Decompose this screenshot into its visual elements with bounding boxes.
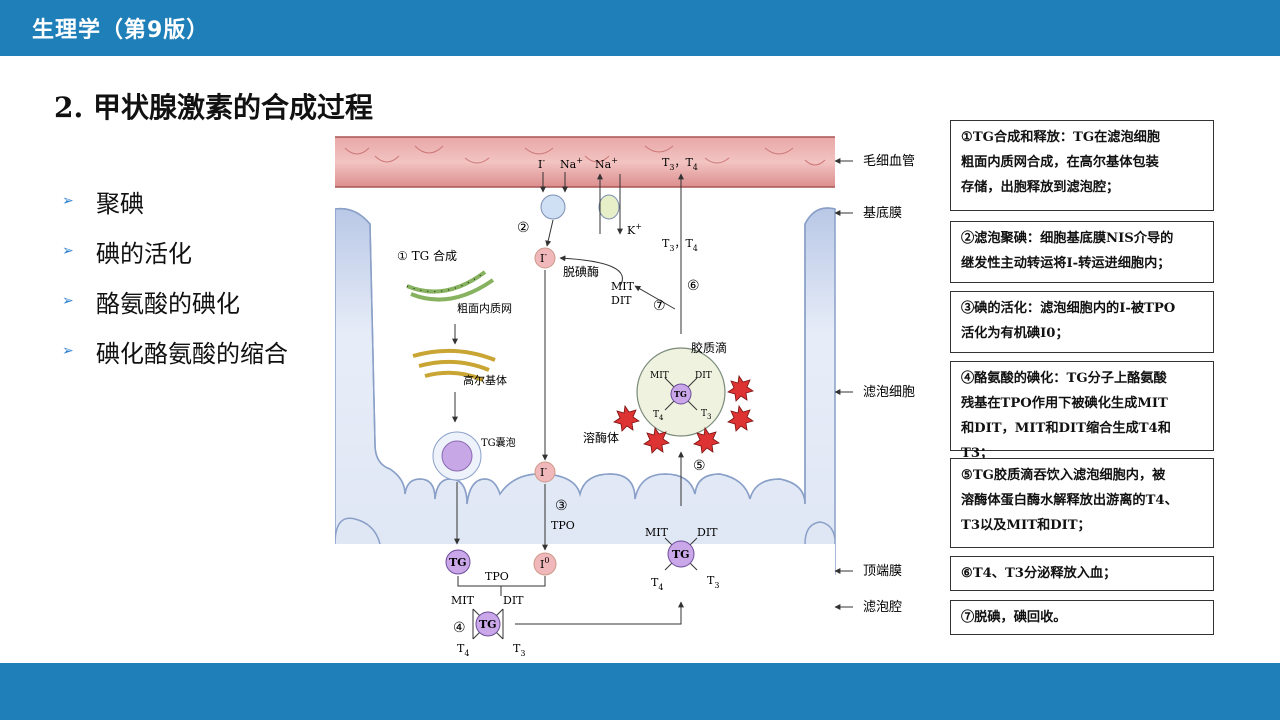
thyroid-follicle-diagram: I- Na+ Na+ T3，T4 K+ T3，T4 ② I- 脱碘酶 MIT D… [335,136,915,659]
note-box-2: ②滤泡聚碘：细胞基底膜NIS介导的继发性主动转运将I-转运进细胞内； [950,221,1214,283]
svg-text:T3，T4: T3，T4 [662,156,698,172]
bullet-item: ➢ 碘化酪氨酸的缩合 [62,326,288,376]
svg-text:TG: TG [479,618,497,631]
svg-text:T4: T4 [457,642,469,658]
top-header-bar: 生理学（第9版） [0,0,1280,56]
svg-text:TG: TG [672,548,690,561]
arrow-bullet-icon: ➢ [62,193,74,209]
nis-transporter [540,194,566,220]
arrow-bullet-icon: ➢ [62,293,74,309]
step-5-marker: ⑤ [693,458,706,474]
bullet-item: ➢ 酪氨酸的碘化 [62,276,288,326]
svg-text:I-: I- [538,156,545,171]
svg-text:MIT: MIT [650,371,669,381]
svg-text:T3: T3 [707,574,719,590]
note-box-6: ⑥T4、T3分泌释放入血； [950,556,1214,591]
svg-text:滤泡腔: 滤泡腔 [863,600,902,615]
step-4-marker: ④ [453,620,466,636]
bullet-text: 碘的活化 [96,239,192,268]
bullet-text: 聚碘 [96,189,144,218]
svg-text:T3，T4: T3，T4 [662,237,698,253]
svg-text:基底膜: 基底膜 [863,205,902,221]
svg-text:I0: I0 [540,556,549,571]
bottom-footer-bar [0,663,1280,720]
svg-text:T3: T3 [701,409,711,421]
note-box-7: ⑦脱碘，碘回收。 [950,600,1214,635]
svg-text:MIT: MIT [645,526,669,539]
step-7-marker: ⑦ [653,298,666,314]
side-labels: 毛细血管 基底膜 滤泡细胞 顶端膜 滤泡腔 [834,154,915,615]
slide-title: 2. 甲状腺激素的合成过程 [54,91,373,124]
svg-text:Na+: Na+ [560,156,583,171]
svg-text:TG: TG [449,556,467,569]
svg-text:MIT: MIT [611,280,635,293]
bullet-list: ➢ 聚碘 ➢ 碘的活化 ➢ 酪氨酸的碘化 ➢ 碘化酪氨酸的缩合 [62,176,288,376]
svg-text:胶质滴: 胶质滴 [691,340,727,355]
svg-text:K+: K+ [627,222,642,237]
svg-text:MIT: MIT [451,594,475,607]
na-k-pump [598,194,620,220]
step-6-marker: ⑥ [687,278,700,294]
svg-text:DIT: DIT [695,371,712,381]
note-box-5: ⑤TG胶质滴吞饮入滤泡细胞内，被溶酶体蛋白酶水解释放出游离的T4、T3以及MIT… [950,458,1214,548]
svg-text:DIT: DIT [611,294,632,307]
step-2-marker: ② [517,220,530,236]
bullet-text: 酪氨酸的碘化 [96,289,240,318]
course-title: 生理学（第9版） [32,18,210,43]
svg-text:TPO: TPO [485,570,509,583]
bullet-item: ➢ 聚碘 [62,176,288,226]
step-3-marker: ③ [555,498,568,514]
svg-text:T4: T4 [651,576,663,592]
svg-text:顶端膜: 顶端膜 [863,564,902,579]
svg-text:TG囊泡: TG囊泡 [481,436,516,449]
arrow-bullet-icon: ➢ [62,343,74,359]
bullet-item: ➢ 碘的活化 [62,226,288,276]
bullet-text: 碘化酪氨酸的缩合 [96,339,288,368]
svg-text:T3: T3 [513,642,525,658]
lysosome-icons [613,374,754,454]
arrow-bullet-icon: ➢ [62,243,74,259]
svg-text:① TG 合成: ① TG 合成 [397,248,457,263]
capillary [335,136,835,188]
svg-text:溶酶体: 溶酶体 [583,430,619,445]
note-box-1: ①TG合成和释放：TG在滤泡细胞粗面内质网合成，在高尔基体包装存储，出胞释放到滤… [950,120,1214,211]
svg-text:DIT: DIT [503,594,524,607]
svg-text:Na+: Na+ [595,156,618,171]
svg-text:脱碘酶: 脱碘酶 [563,264,599,279]
svg-text:TG: TG [674,389,687,399]
svg-text:高尔基体: 高尔基体 [463,373,507,387]
svg-text:毛细血管: 毛细血管 [863,154,915,169]
svg-text:滤泡细胞: 滤泡细胞 [863,385,915,400]
svg-text:T4: T4 [653,410,664,422]
svg-text:DIT: DIT [697,526,718,539]
svg-text:TPO: TPO [551,519,575,532]
svg-text:I-: I- [540,464,547,479]
svg-text:粗面内质网: 粗面内质网 [457,301,512,315]
svg-text:I-: I- [540,250,547,265]
